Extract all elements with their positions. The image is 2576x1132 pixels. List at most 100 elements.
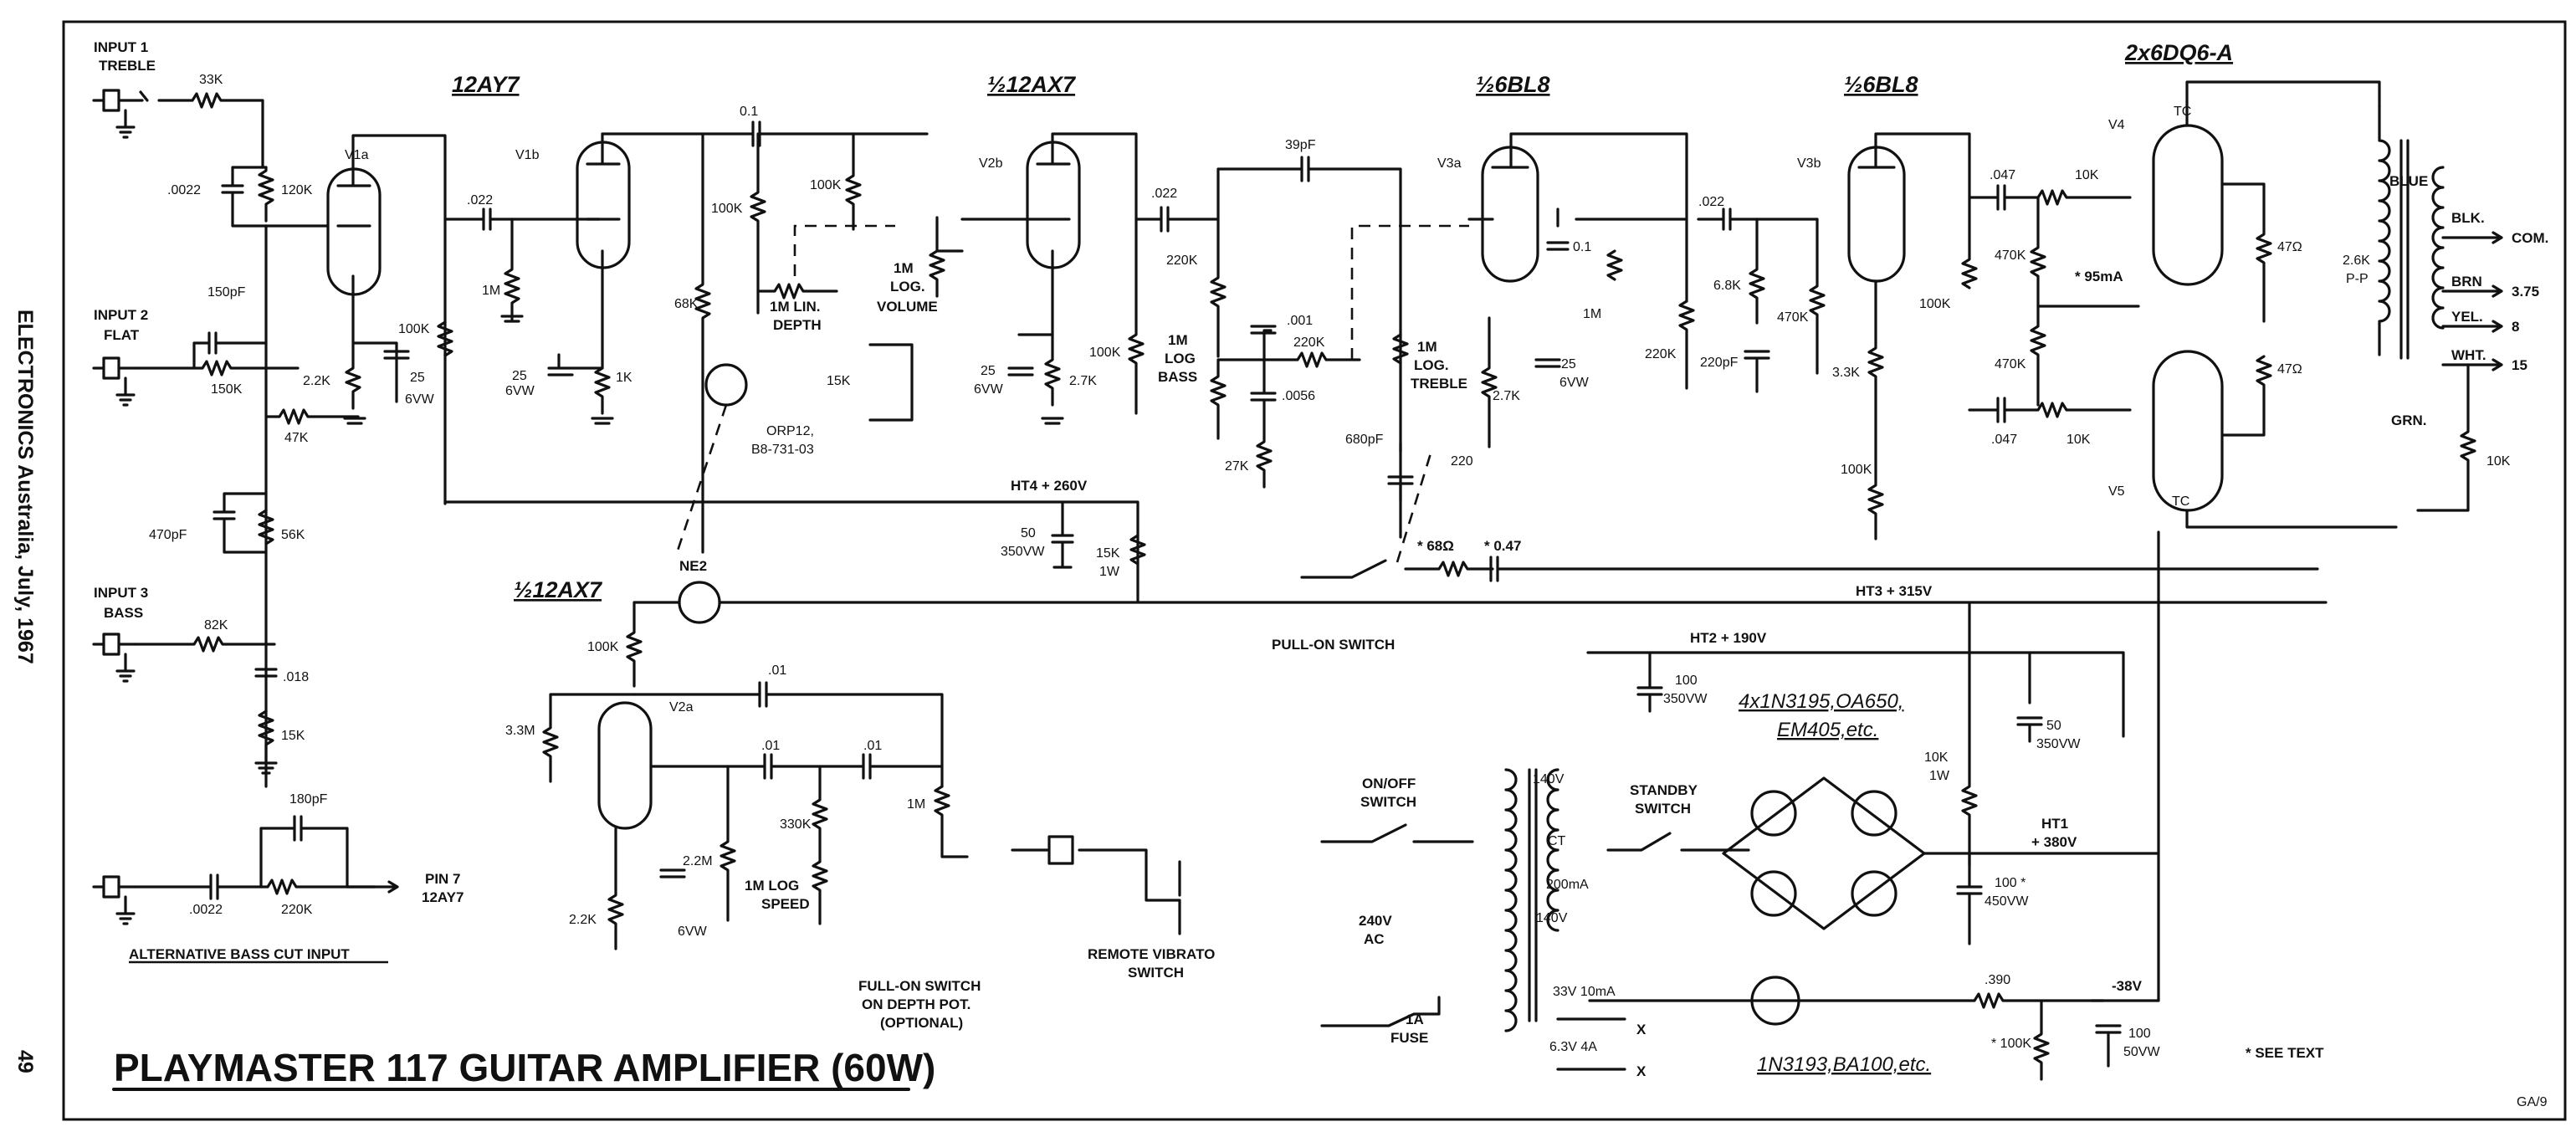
heater-x1: X: [1636, 1022, 1646, 1037]
full-on-label-1: FULL-ON SWITCH: [858, 978, 981, 994]
r-68k: 68K: [674, 297, 699, 311]
r-470k-a: 470K: [1777, 310, 1809, 325]
standby-label-2: SWITCH: [1635, 801, 1691, 817]
c-01-e: .01: [863, 739, 882, 753]
r-3-3m: 3.3M: [505, 724, 535, 738]
r-15k-3: 15K: [1096, 546, 1120, 561]
fuse-label-2: FUSE: [1390, 1030, 1428, 1046]
c-180pf: 180pF: [289, 792, 328, 807]
input-section: INPUT 1 TREBLE 33K 120K .0022 INPUT 2 FL…: [92, 39, 463, 964]
r-100k-f: 100K: [1841, 463, 1872, 477]
label-ne2: NE2: [679, 558, 707, 574]
bass-label-2: LOG: [1165, 351, 1196, 366]
r-100k-a: 100K: [398, 322, 430, 336]
r-2-2m: 2.2M: [683, 854, 713, 868]
diode-bridge-1: [1750, 790, 1797, 837]
c-25-b-v: 6VW: [505, 384, 535, 398]
r-10k-c: 10K: [1924, 750, 1949, 765]
orp-label-2: B8-731-03: [751, 443, 814, 457]
r-56k: 56K: [281, 528, 305, 542]
tc-2: TC: [2172, 494, 2189, 509]
c-0-1: 0.1: [740, 105, 758, 119]
ht1-label: HT1: [2041, 816, 2068, 832]
ht4-label: HT4 + 260V: [1011, 478, 1088, 494]
c-01-d: .01: [761, 739, 780, 753]
tube-6bl8-b: ½6BL8: [1844, 72, 1918, 97]
pin7-sub: 12AY7: [422, 889, 463, 905]
speed-label-2: SPEED: [761, 896, 810, 912]
r-82k: 82K: [204, 618, 228, 633]
stage-v2a: ½12AX7 NE2 100K V2a 3.3M .01 .01 .01 2.2…: [505, 558, 1215, 1031]
input1-label: INPUT 1: [94, 39, 148, 55]
ht3-label: HT3 + 315V: [1856, 583, 1933, 599]
c-100-c-v: 50VW: [2123, 1045, 2160, 1059]
heater-x2: X: [1636, 1063, 1646, 1079]
c-022-b: .022: [1151, 187, 1177, 201]
c-0-47: * 0.47: [1484, 538, 1521, 554]
r-68ohm: * 68Ω: [1417, 538, 1454, 554]
c-25-d-v: 6VW: [1559, 376, 1590, 390]
c-022-c: .022: [1698, 195, 1724, 209]
lead-wht: WHT.: [2451, 347, 2486, 363]
tube-v2a-envelope: [597, 701, 653, 830]
page-number: 49: [13, 1050, 37, 1073]
c-25-c: 25: [981, 364, 996, 378]
alt-input-label: ALTERNATIVE BASS CUT INPUT: [129, 946, 350, 962]
c-220pf: 220pF: [1700, 356, 1739, 370]
r-15k-2: 15K: [827, 374, 851, 388]
see-text-note: * SEE TEXT: [2246, 1045, 2324, 1061]
lead-8: 8: [2512, 319, 2519, 335]
full-on-label-3: (OPTIONAL): [880, 1015, 963, 1031]
depth-label-2: DEPTH: [773, 317, 822, 333]
r-27k-2: 27K: [1225, 459, 1249, 474]
c-047-b: .047: [1991, 433, 2017, 447]
output-stage: 2x6DQ6-A .047 10K .047 10K 470K 470K * 9…: [1968, 40, 2548, 529]
c-50-a: 50: [1021, 526, 1036, 540]
input3-label: INPUT 3: [94, 585, 148, 601]
on-off-label-1: ON/OFF: [1362, 776, 1416, 791]
r-120k: 120K: [281, 183, 313, 197]
standby-label-1: STANDBY: [1630, 782, 1698, 798]
ac-label-1: 240V: [1359, 913, 1392, 929]
c-25-b: 25: [512, 369, 527, 383]
r-220k-alt: 220K: [281, 903, 313, 917]
stage-v1: 12AY7 V1a 2.2K 25 6VW 100K .022 1M V1b 2…: [264, 72, 929, 554]
fuse-label-1: 1A: [1406, 1012, 1424, 1027]
r-100k-h: * 100K: [1991, 1037, 2031, 1051]
c-470pf: 470pF: [149, 528, 187, 542]
c-100-c: 100: [2128, 1027, 2151, 1041]
tr-140v-b: 140V: [1536, 911, 1568, 925]
c-0022-alt: .0022: [189, 903, 223, 917]
ht2-label: HT2 + 190V: [1690, 630, 1767, 646]
label-v3a: V3a: [1437, 156, 1462, 171]
stage-v3b: ½6BL8 .022 6.8K 220pF 470K V3b 100K 3.3K…: [1697, 72, 1978, 540]
remote-switch-label-2: SWITCH: [1128, 965, 1184, 981]
figure-code: GA/9: [2517, 1095, 2548, 1109]
speed-label-1: 1M LOG: [745, 878, 799, 894]
bass-label-1: 1M: [1168, 332, 1188, 348]
r-15k: 15K: [281, 729, 305, 743]
tr-200ma: 200mA: [1546, 878, 1589, 892]
pin7-label: PIN 7: [425, 871, 461, 887]
c-150pf: 150pF: [207, 285, 246, 300]
r-100k-e: 100K: [1919, 297, 1951, 311]
r-1m: 1M: [482, 284, 500, 298]
lead-com: COM.: [2512, 230, 2548, 246]
diagram-title: PLAYMASTER 117 GUITAR AMPLIFIER (60W): [114, 1046, 935, 1089]
c-100-a-v: 350VW: [1663, 692, 1708, 706]
page-border: [62, 20, 2567, 1121]
lead-blk: BLK.: [2451, 210, 2485, 226]
tr-ct: CT: [1548, 834, 1566, 848]
tube-6dq6: 2x6DQ6-A: [2124, 40, 2233, 65]
full-on-label-2: ON DEPTH POT.: [862, 996, 970, 1012]
label-v1b: V1b: [515, 148, 540, 162]
c-25-a: 25: [410, 371, 425, 385]
stage-v2b: ½12AX7 V2b 100K 25 6VW 2.7K: [960, 72, 1145, 425]
lead-yel: YEL.: [2451, 309, 2483, 325]
r-1m-b: 1M: [1583, 307, 1601, 321]
power-supply: HT2 + 190V 100 350VW 4x1N3195,OA650, EM4…: [1320, 530, 2324, 1081]
bias-diode-label: 1N3193,BA100,etc.: [1757, 1053, 1931, 1076]
tube-v4-envelope: [2152, 124, 2224, 286]
side-caption: ELECTRONICS Australia, July, 1967: [13, 310, 37, 664]
neon-ne2: [678, 581, 721, 624]
